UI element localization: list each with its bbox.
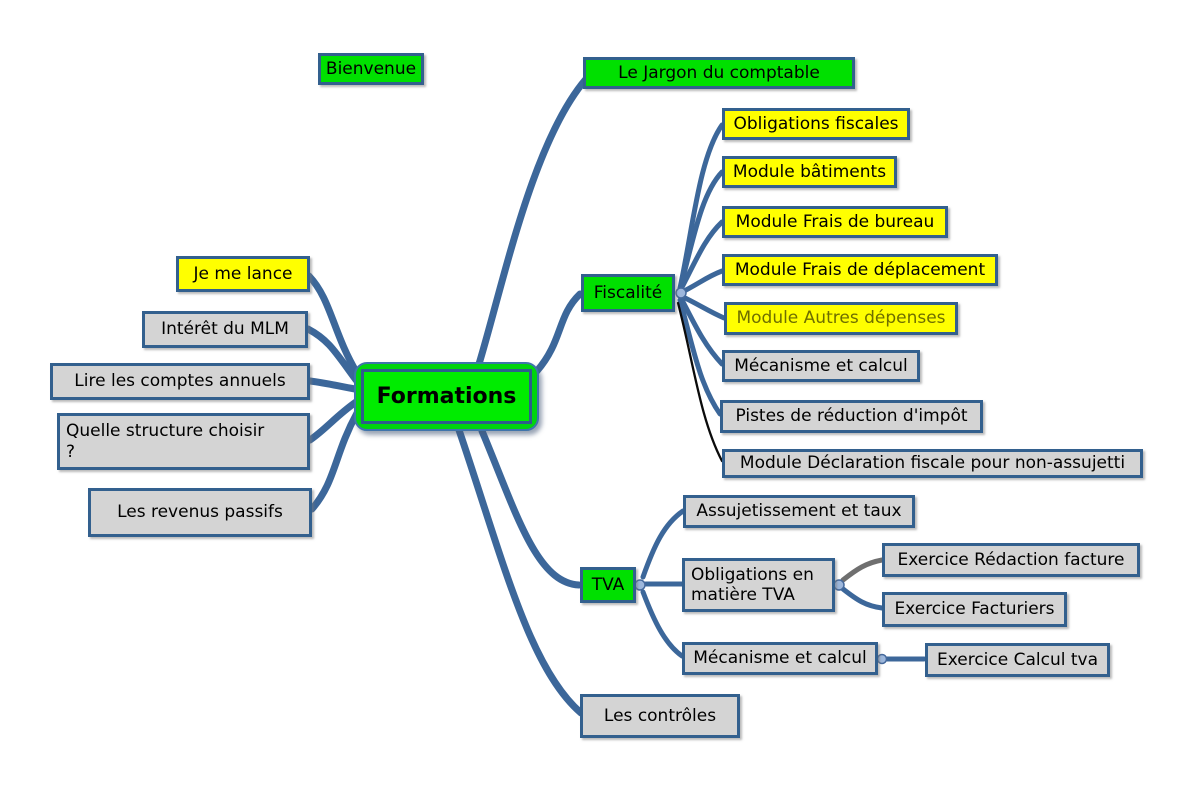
collapse-handle-fiscalite[interactable] — [675, 287, 687, 299]
node-exercice-facturiers[interactable]: Exercice Facturiers — [882, 592, 1067, 627]
connector-fiscalite-module-frais-bureau — [677, 219, 725, 294]
node-module-autres-depenses[interactable]: Module Autres dépenses — [724, 302, 958, 335]
connector-formations-fiscalite — [533, 290, 584, 375]
connector-formations-lire-comptes — [306, 377, 359, 393]
node-interet-du-mlm[interactable]: Intérêt du MLM — [142, 311, 308, 348]
node-les-controles[interactable]: Les contrôles — [580, 694, 740, 738]
connector-fiscalite-mecanisme-calcul — [678, 295, 725, 367]
connector-formations-tva — [478, 427, 583, 589]
node-module-frais-de-bureau[interactable]: Module Frais de bureau — [722, 206, 948, 238]
connector-obligations-tva-exercice-redaction — [840, 557, 885, 583]
connector-fiscalite-pistes-reduction — [677, 297, 723, 417]
node-obligations-fiscales[interactable]: Obligations fiscales — [722, 108, 910, 140]
node-lire-les-comptes-annuels[interactable]: Lire les comptes annuels — [50, 363, 310, 400]
node-bienvenue[interactable]: Bienvenue — [318, 53, 424, 85]
collapse-handle-mecanisme-tva[interactable] — [876, 653, 888, 665]
node-module-frais-de-deplacement[interactable]: Module Frais de déplacement — [722, 254, 998, 286]
node-exercice-calcul-tva[interactable]: Exercice Calcul tva — [925, 643, 1110, 677]
connector-formations-jargon — [475, 75, 590, 368]
connector-formations-quelle-structure — [306, 398, 360, 444]
node-mecanisme-et-calcul-fiscalite[interactable]: Mécanisme et calcul — [722, 350, 920, 382]
node-exercice-redaction-facture[interactable]: Exercice Rédaction facture — [882, 543, 1140, 577]
node-tva[interactable]: TVA — [580, 567, 636, 603]
node-mecanisme-et-calcul-tva[interactable]: Mécanisme et calcul — [682, 642, 878, 675]
node-module-batiments[interactable]: Module bâtiments — [722, 156, 897, 188]
node-module-declaration-fiscale[interactable]: Module Déclaration fiscale pour non-assu… — [722, 449, 1143, 478]
node-les-revenus-passifs[interactable]: Les revenus passifs — [88, 488, 312, 537]
node-je-me-lance[interactable]: Je me lance — [176, 256, 310, 292]
node-assujetissement-et-taux[interactable]: Assujetissement et taux — [683, 495, 915, 528]
node-quelle-structure-choisir[interactable]: Quelle structure choisir ? — [57, 413, 310, 470]
collapse-handle-obligations-tva[interactable] — [833, 579, 845, 591]
node-formations[interactable]: Formations — [354, 362, 539, 431]
node-fiscalite[interactable]: Fiscalité — [581, 274, 675, 312]
connector-formations-je-me-lance — [305, 272, 361, 377]
connector-fiscalite-module-batiments — [677, 169, 725, 292]
connector-tva-mecanisme-calcul — [640, 589, 685, 659]
connector-formations-les-controles — [455, 426, 585, 717]
node-obligations-en-matiere-tva[interactable]: Obligations en matière TVA — [682, 558, 835, 612]
connector-formations-interet-mlm — [304, 325, 360, 384]
node-formations-label: Formations — [361, 369, 532, 424]
connector-fiscalite-module-declaration — [676, 301, 724, 463]
node-pistes-de-reduction-impot[interactable]: Pistes de réduction d'impôt — [720, 400, 983, 433]
connector-obligations-tva-exercice-facturiers — [840, 586, 885, 611]
connector-formations-revenus-passifs — [308, 409, 361, 513]
node-jargon-du-comptable[interactable]: Le Jargon du comptable — [583, 57, 855, 89]
connector-fiscalite-module-autres-depenses — [678, 293, 727, 321]
collapse-handle-tva[interactable] — [634, 579, 646, 591]
connector-tva-assujetissement — [640, 508, 686, 580]
